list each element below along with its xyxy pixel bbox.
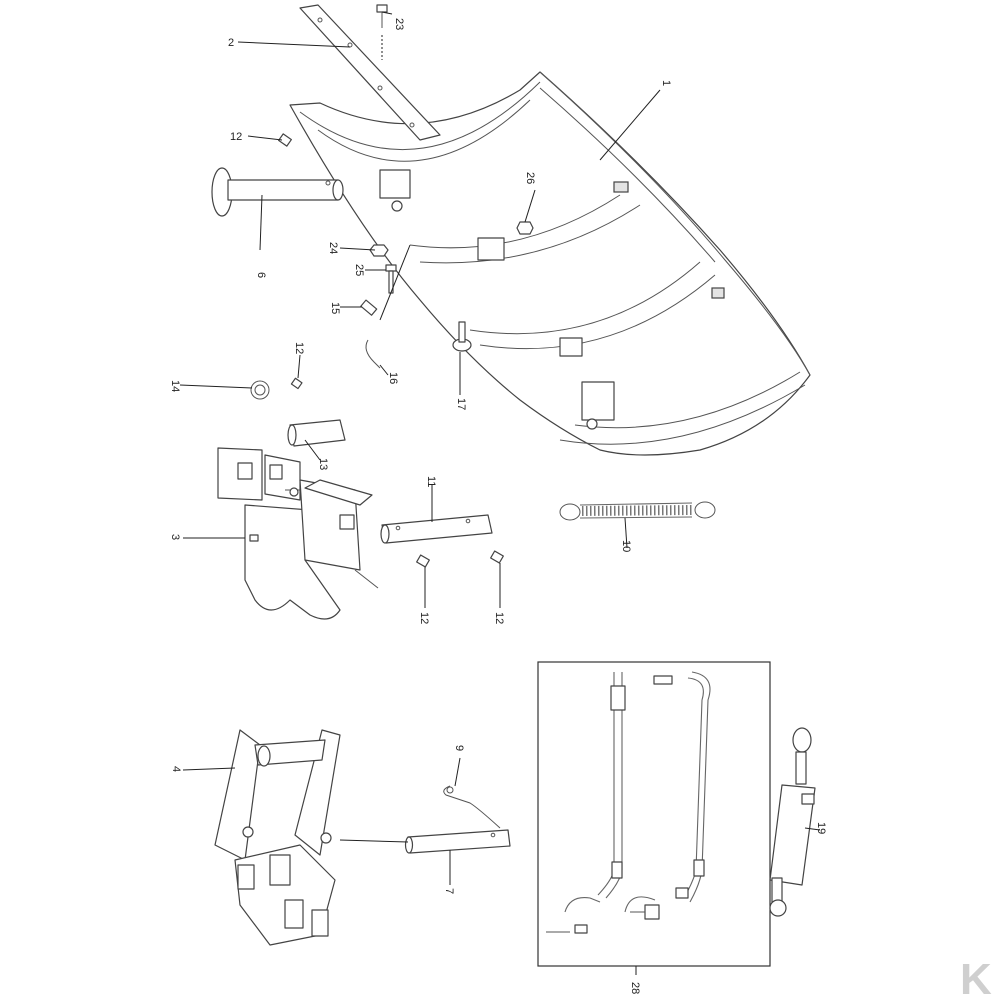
label-part-28: 28: [629, 982, 641, 994]
label-part-24: 24: [327, 242, 339, 254]
brand-logo: K: [960, 955, 992, 1000]
small-hardware: [278, 133, 534, 369]
label-part-7: 7: [443, 888, 455, 894]
label-part-10: 10: [620, 540, 632, 552]
label-part-6: 6: [255, 272, 267, 278]
label-part-17: 17: [455, 398, 467, 410]
label-part-12-lower-right: 12: [493, 612, 505, 624]
a-frame-bracket: [214, 729, 341, 946]
mounting-bracket: [217, 447, 379, 620]
label-part-15: 15: [329, 302, 341, 314]
ring-and-pin: [250, 377, 346, 447]
label-part-12-top: 12: [230, 131, 242, 143]
label-part-19: 19: [815, 822, 827, 834]
tension-spring: [559, 501, 716, 521]
label-part-12-mid: 12: [293, 342, 305, 354]
long-pin-11: [380, 514, 504, 568]
pin-7: [404, 785, 511, 854]
label-part-12-lower-left: 12: [418, 612, 430, 624]
label-part-11: 11: [425, 476, 437, 487]
logo-mark: K: [960, 955, 992, 1000]
label-part-3: 3: [169, 534, 181, 540]
label-part-1: 1: [660, 80, 672, 86]
hose-kit-frame: [537, 661, 771, 967]
label-part-26: 26: [524, 172, 536, 184]
label-part-25: 25: [353, 264, 365, 276]
label-part-2: 2: [228, 37, 234, 49]
label-part-16: 16: [387, 372, 399, 384]
part-labels: 23 2 1 12 26 6 24 25 15 16 17 12 14 13 3…: [169, 18, 827, 994]
label-part-14: 14: [169, 380, 181, 392]
hydraulic-cylinder: [769, 727, 816, 917]
label-part-13: 13: [317, 458, 329, 470]
bolt-23: [376, 4, 388, 60]
curved-blade-assembly: [289, 71, 811, 456]
pin-with-disc: [211, 167, 344, 217]
leader-lines: [179, 11, 821, 975]
label-part-9: 9: [453, 745, 465, 751]
label-part-23: 23: [393, 18, 405, 30]
label-part-4: 4: [170, 766, 182, 772]
